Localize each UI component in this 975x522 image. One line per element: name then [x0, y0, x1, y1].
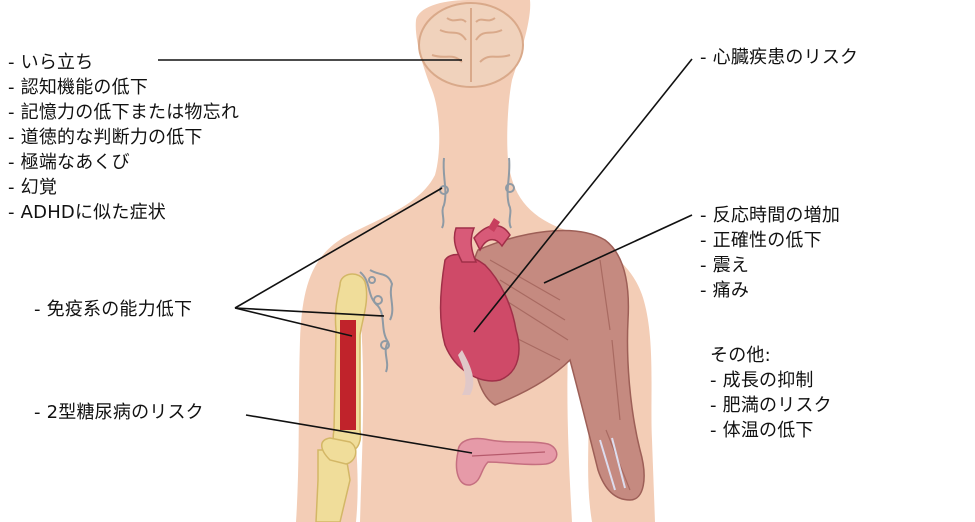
other-effect-item: - 成長の抑制: [710, 370, 814, 391]
arm-bone-icon: [315, 273, 368, 522]
brain-effect-item: - 記憶力の低下または物忘れ: [8, 102, 240, 123]
immune-leader-line-bone: [234, 307, 353, 337]
muscle-leader-line: [543, 214, 693, 284]
heart-effects-list: - 心臓疾患のリスク: [700, 45, 858, 70]
brain-effect-item: - 認知機能の低下: [8, 77, 149, 98]
pancreas-icon: [455, 437, 558, 486]
armpit-lymph-icon: [359, 269, 394, 373]
pancreas-leader-line: [245, 414, 473, 454]
muscle-effect-item: - 反応時間の増加: [700, 205, 841, 226]
immune-leader-line-armpit: [234, 307, 385, 317]
brain-effect-item: - 極端なあくび: [8, 152, 130, 173]
pancreas-effect-item: - 2型糖尿病のリスク: [34, 402, 204, 423]
muscle-effect-item: - 正確性の低下: [700, 230, 822, 251]
heart-icon: [439, 218, 520, 395]
other-effect-item: - 肥満のリスク: [710, 395, 832, 416]
brain-effect-item: - 幻覚: [8, 177, 58, 198]
other-effects-title: その他:: [710, 345, 771, 366]
leader-lines: [158, 58, 693, 454]
pancreas-effects-list: - 2型糖尿病のリスク: [34, 400, 204, 425]
brain-icon: [418, 2, 524, 88]
other-effect-item: - 体温の低下: [710, 420, 814, 441]
brain-effects-list: - いら立ち - 認知機能の低下 - 記憶力の低下または物忘れ - 道徳的な判断…: [8, 50, 239, 225]
immune-effect-item: - 免疫系の能力低下: [34, 299, 193, 320]
muscle-effects-list: - 反応時間の増加 - 正確性の低下 - 震え - 痛み: [700, 203, 840, 303]
brain-effect-item: - ADHDに似た症状: [8, 202, 166, 223]
other-effects-list: その他: - 成長の抑制 - 肥満のリスク - 体温の低下: [710, 343, 832, 443]
heart-effect-item: - 心臓疾患のリスク: [700, 47, 859, 68]
immune-leader-line-neck: [234, 187, 443, 309]
muscle-icon: [470, 229, 645, 501]
muscle-effect-item: - 震え: [700, 255, 750, 276]
brain-effect-item: - いら立ち: [8, 52, 94, 73]
brain-effect-item: - 道徳的な判断力の低下: [8, 127, 203, 148]
immune-effects-list: - 免疫系の能力低下: [34, 297, 192, 322]
heart-leader-line: [473, 58, 693, 333]
muscle-effect-item: - 痛み: [700, 280, 750, 301]
